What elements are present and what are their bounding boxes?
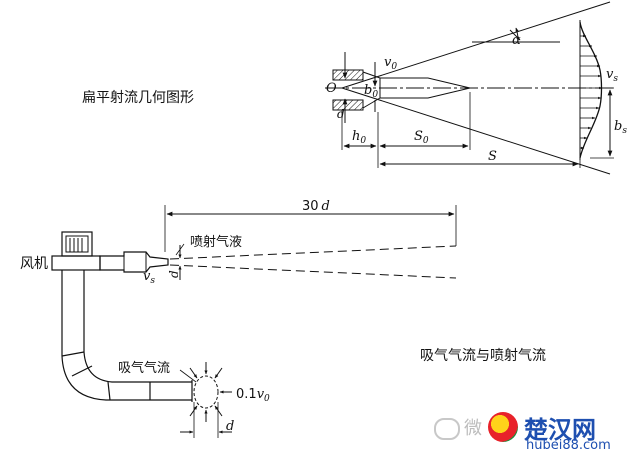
suction-duct <box>61 270 193 402</box>
watermark: 微 楚汉网 hubei88.com <box>430 410 636 454</box>
suction-zone <box>193 375 219 409</box>
nozzle <box>332 69 471 111</box>
fan <box>51 231 101 271</box>
suction-arrows <box>189 362 232 422</box>
alpha-label: α <box>512 33 521 48</box>
jet-core <box>379 77 471 99</box>
d-label-nozzle: d <box>167 270 181 278</box>
bs-label: bs <box>614 119 627 136</box>
discharge-duct <box>99 251 169 273</box>
v0-label: v0 <box>384 55 397 72</box>
jet-upper-boundary <box>341 1 611 89</box>
nozzle-lower-wall <box>332 99 364 111</box>
watermark-left-text: 微 <box>464 418 482 439</box>
watermark-url: hubei88.com <box>526 438 611 453</box>
suction-velocity-label: 0.1v0 <box>236 387 270 404</box>
spray-label: 喷射气液 <box>190 234 242 250</box>
origin-label: O <box>326 81 337 96</box>
spray-upper-edge <box>169 245 457 260</box>
bottom-figure-caption: 吸气气流与喷射气流 <box>420 348 546 364</box>
b0-label: b0 <box>364 83 378 100</box>
flat-jet-geometry-figure: 扁平射流几何图形 <box>82 1 627 175</box>
vs-label-top: vs <box>606 67 618 84</box>
top-dimension-lines <box>341 92 581 168</box>
s0-label: S0 <box>414 129 429 146</box>
spray-lower-edge <box>169 264 457 279</box>
wechat-icon <box>434 418 460 440</box>
d-label-bottom: d <box>226 419 234 434</box>
site-logo-icon <box>488 412 518 442</box>
suction-label: 吸气气流 <box>118 360 170 376</box>
d-label-top: d <box>337 107 345 121</box>
top-figure-title: 扁平射流几何图形 <box>82 90 194 106</box>
velocity-profile <box>579 20 614 160</box>
nozzle-upper-wall <box>332 69 364 81</box>
fan-label: 风机 <box>20 256 48 272</box>
jet-lower-boundary <box>341 87 611 175</box>
h0-label: h0 <box>352 129 366 146</box>
vs-label-bottom: vs <box>143 269 155 286</box>
watermark-brand: 楚汉网 <box>524 416 596 444</box>
s-label: S <box>488 149 497 164</box>
